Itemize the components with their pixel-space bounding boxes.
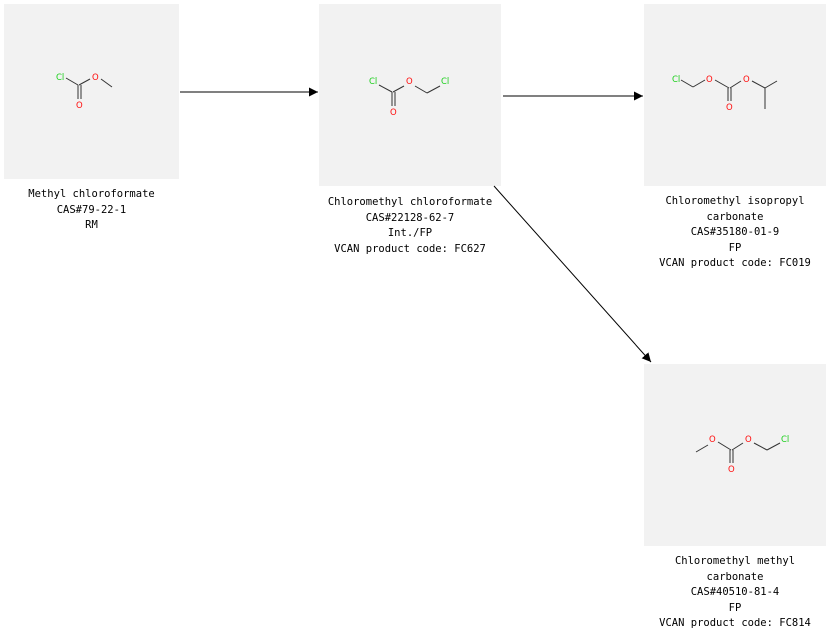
compound-name: Chloromethyl methyl bbox=[674, 555, 796, 567]
atom-chlorine: Cl bbox=[672, 75, 680, 85]
cas-number: CAS#79-22-1 bbox=[56, 203, 127, 216]
caption-methyl-chloroformate: Methyl chloroformate CAS#79-22-1 RM bbox=[4, 187, 179, 234]
atom-chlorine: Cl bbox=[781, 435, 789, 445]
cas-number: CAS#22128-62-7 bbox=[365, 211, 455, 224]
atom-oxygen: O bbox=[726, 103, 733, 113]
atom-oxygen: O bbox=[706, 75, 713, 85]
compound-name-continued: carbonate bbox=[706, 210, 764, 223]
molecule-methyl-chloroformate: Cl O O bbox=[56, 73, 113, 111]
molecule-chloromethyl-methyl-carbonate: O O O Cl bbox=[695, 435, 789, 475]
product-code: VCAN product code: FC814 bbox=[659, 617, 811, 629]
atom-oxygen: O bbox=[76, 101, 83, 111]
cas-number: CAS#35180-01-9 bbox=[690, 226, 780, 238]
caption-chloromethyl-isopropyl-carbonate: Chloromethyl isopropyl carbonate CAS#351… bbox=[635, 194, 830, 272]
atom-oxygen: O bbox=[745, 435, 752, 445]
atom-chlorine: Cl bbox=[441, 77, 449, 87]
structure-methyl-chloroformate: Cl O O bbox=[4, 4, 179, 179]
arrow-to-chloromethyl-methyl-carbonate bbox=[493, 185, 652, 363]
atom-oxygen: O bbox=[390, 108, 397, 118]
molecule-chloromethyl-chloroformate: Cl O O Cl bbox=[369, 77, 449, 118]
compound-role: RM bbox=[85, 219, 98, 231]
atom-oxygen: O bbox=[92, 73, 99, 83]
product-code: VCAN product code: FC019 bbox=[659, 257, 811, 269]
structure-chloromethyl-methyl-carbonate: O O O Cl bbox=[644, 364, 826, 546]
structure-chloromethyl-isopropyl-carbonate: Cl O O O bbox=[644, 4, 826, 186]
atom-chlorine: Cl bbox=[56, 73, 64, 83]
compound-role: FP bbox=[728, 241, 742, 254]
caption-chloromethyl-chloroformate: Chloromethyl chloroformate CAS#22128-62-… bbox=[310, 195, 510, 257]
caption-chloromethyl-methyl-carbonate: Chloromethyl methyl carbonate CAS#40510-… bbox=[635, 554, 830, 632]
atom-oxygen: O bbox=[728, 465, 735, 475]
atom-oxygen: O bbox=[743, 75, 750, 85]
compound-name: Chloromethyl isopropyl bbox=[665, 195, 805, 207]
compound-name: Methyl chloroformate bbox=[28, 188, 155, 200]
compound-name: Chloromethyl chloroformate bbox=[327, 196, 493, 208]
atom-oxygen: O bbox=[709, 435, 716, 445]
cas-number: CAS#40510-81-4 bbox=[690, 586, 780, 598]
product-code: VCAN product code: FC627 bbox=[334, 242, 486, 255]
structure-chloromethyl-chloroformate: Cl O O Cl bbox=[319, 4, 501, 186]
compound-role: Int./FP bbox=[387, 227, 433, 239]
molecule-chloromethyl-isopropyl-carbonate: Cl O O O bbox=[672, 75, 778, 113]
compound-role: FP bbox=[728, 601, 742, 614]
atom-chlorine: Cl bbox=[369, 77, 377, 87]
atom-oxygen: O bbox=[406, 77, 413, 87]
compound-name-continued: carbonate bbox=[706, 570, 764, 583]
